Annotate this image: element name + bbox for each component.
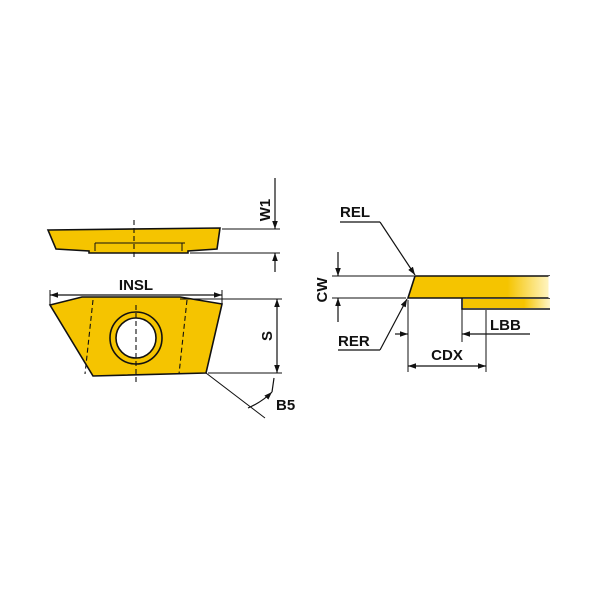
b5-arc xyxy=(247,391,273,409)
insert-front-dash-left xyxy=(84,299,94,375)
insl-dimension: INSL xyxy=(49,277,223,305)
insl-label: INSL xyxy=(119,277,153,294)
b5-dimension: B5 xyxy=(205,372,295,419)
s-label: S xyxy=(259,331,276,341)
cdx-label: CDX xyxy=(431,347,463,364)
insert-front-dash-right xyxy=(178,299,188,375)
rer-leader: RER xyxy=(338,298,408,351)
cw-label: CW xyxy=(314,277,331,303)
cw-dimension: CW xyxy=(314,252,414,322)
cdx-dimension: CDX xyxy=(408,310,487,372)
rer-leader-arrow xyxy=(379,298,408,351)
rel-leader-arrow xyxy=(379,221,416,276)
w1-dimension: W1 xyxy=(190,178,280,272)
s-dimension: S xyxy=(180,298,282,374)
rel-leader: REL xyxy=(340,204,416,276)
b5-extension-line xyxy=(205,372,266,419)
insert-detail-body xyxy=(406,275,550,299)
lbb-dimension: LBB xyxy=(395,300,530,372)
insert-detail-shank-fill xyxy=(463,299,550,308)
w1-label: W1 xyxy=(257,199,274,222)
rer-label: RER xyxy=(338,333,370,350)
insert-detail-view xyxy=(406,275,552,310)
lbb-label: LBB xyxy=(490,317,521,334)
insert-front-view xyxy=(48,296,223,385)
b5-label: B5 xyxy=(276,397,295,414)
b5-arc-tail xyxy=(271,377,275,393)
rel-label: REL xyxy=(340,204,370,221)
insert-top-view xyxy=(46,220,221,258)
